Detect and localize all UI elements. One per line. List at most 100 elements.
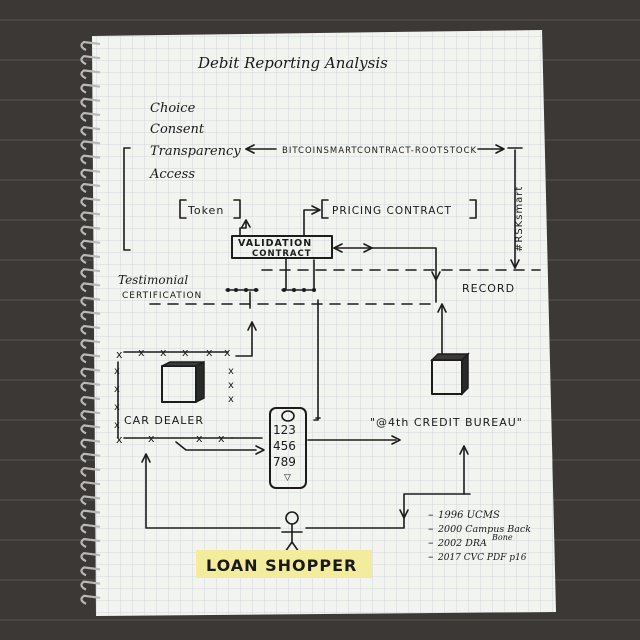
reference-2: 2000 Campus Back [437,524,531,535]
spiral-ring [80,566,101,577]
spiral-ring [80,168,101,179]
testimonial-label-line1: Testimonial [118,273,188,287]
spiral-ring [80,523,101,534]
svg-text:–: – [428,550,434,563]
validation-to-pricing-arrow [303,205,321,237]
record-to-validation-arrow [333,243,441,303]
spiral-binding [80,40,101,605]
rsk-label: #RSKsmart [514,186,525,252]
spiral-ring [80,83,101,94]
phone-to-certification-arrow [313,299,321,421]
spiral-ring [80,225,101,236]
dealer-to-certification-arrow [235,291,257,357]
spiral-ring [80,197,101,208]
spiral-ring [80,211,101,222]
dealer-to-phone-arrow [175,437,265,455]
phone-to-bureau-arrow [307,435,401,445]
spiral-ring [80,182,101,193]
spiral-ring [80,253,101,264]
svg-text:x: x [206,346,213,359]
rsk-vertical-arrow: #RSKsmart [510,149,525,269]
svg-text:–: – [428,536,434,549]
spiral-ring [80,126,101,137]
spiral-ring [80,424,101,435]
notebook-page [92,30,556,616]
svg-text:x: x [224,346,231,359]
phone-device: 123 456 789 ▽ [269,407,307,489]
svg-text:x: x [218,432,225,445]
bureau-to-record-arrow [437,303,447,355]
spiral-ring [80,239,101,250]
spiral-ring [80,353,101,364]
reference-3-extra: Bone [491,533,513,542]
loan-shopper-figure [281,511,303,553]
spiral-ring [80,367,101,378]
reference-4: 2017 CVC PDF p16 [437,553,527,563]
diagram-title: Debit Reporting Analysis [197,54,388,72]
spiral-ring [80,438,101,449]
svg-text:x: x [114,384,120,395]
spiral-ring [80,111,101,122]
svg-text:x: x [228,366,234,377]
spiral-ring [80,495,101,506]
reference-3: 2002 DRA [437,538,487,549]
shopper-to-dealer-arrow [141,453,281,529]
credit-bureau-building [430,352,470,396]
reference-1: 1996 UCMS [438,510,500,521]
testimonial-label-line2: CERTIFICATION [122,291,202,301]
loan-shopper-label-group: LOAN SHOPPER [196,550,372,578]
svg-text:x: x [196,432,203,445]
principle-consent: Consent [150,122,205,137]
spiral-ring [80,580,101,591]
phone-keys-row3: 789 [273,455,296,469]
svg-text:▽: ▽ [284,473,291,483]
shopper-to-bureau-arrow [305,445,471,529]
loan-shopper-label: LOAN SHOPPER [206,556,357,575]
spiral-ring [80,410,101,421]
spiral-ring [80,452,101,463]
certification-connectors [225,257,316,292]
car-dealer-label: CAR DEALER [124,414,204,427]
spiral-ring [80,282,101,293]
spiral-ring [80,268,101,279]
spiral-ring [80,537,101,548]
svg-text:–: – [428,508,434,521]
svg-text:–: – [428,522,434,535]
spiral-ring [80,140,101,151]
validation-label-line1: VALIDATION [238,238,312,249]
svg-text:x: x [116,433,123,446]
validation-label-line2: CONTRACT [252,249,312,259]
token-box: Token [179,199,241,219]
spiral-ring [80,296,101,307]
svg-text:x: x [160,346,167,359]
spiral-ring [80,40,101,51]
spiral-ring [80,395,101,406]
svg-text:x: x [114,366,120,377]
testimonial-label: Testimonial CERTIFICATION [118,273,202,301]
spiral-ring [80,381,101,392]
spiral-ring [80,324,101,335]
car-dealer-building [161,360,205,404]
svg-text:x: x [116,348,123,361]
principle-access: Access [149,167,195,182]
svg-text:x: x [114,402,120,413]
spiral-ring [80,594,101,605]
spiral-ring [80,552,101,563]
phone-keys-row2: 456 [273,439,296,453]
svg-text:x: x [138,346,145,359]
spiral-ring [80,466,101,477]
spiral-ring [80,310,101,321]
principle-choice: Choice [150,101,196,116]
spiral-ring [80,481,101,492]
spiral-ring [80,97,101,108]
validation-contract-box: VALIDATION CONTRACT [231,235,333,259]
principles-list: Choice Consent Transparency Access [149,101,241,182]
validation-to-token-arrow [239,219,251,237]
record-label: RECORD [462,282,515,295]
principle-transparency: Transparency [150,144,241,159]
svg-text:x: x [182,346,189,359]
svg-text:x: x [228,394,234,405]
bitcoin-smart-contract-line: BITCOINSMARTCONTRACT-ROOTSTOCK [245,144,523,156]
svg-text:x: x [148,432,155,445]
